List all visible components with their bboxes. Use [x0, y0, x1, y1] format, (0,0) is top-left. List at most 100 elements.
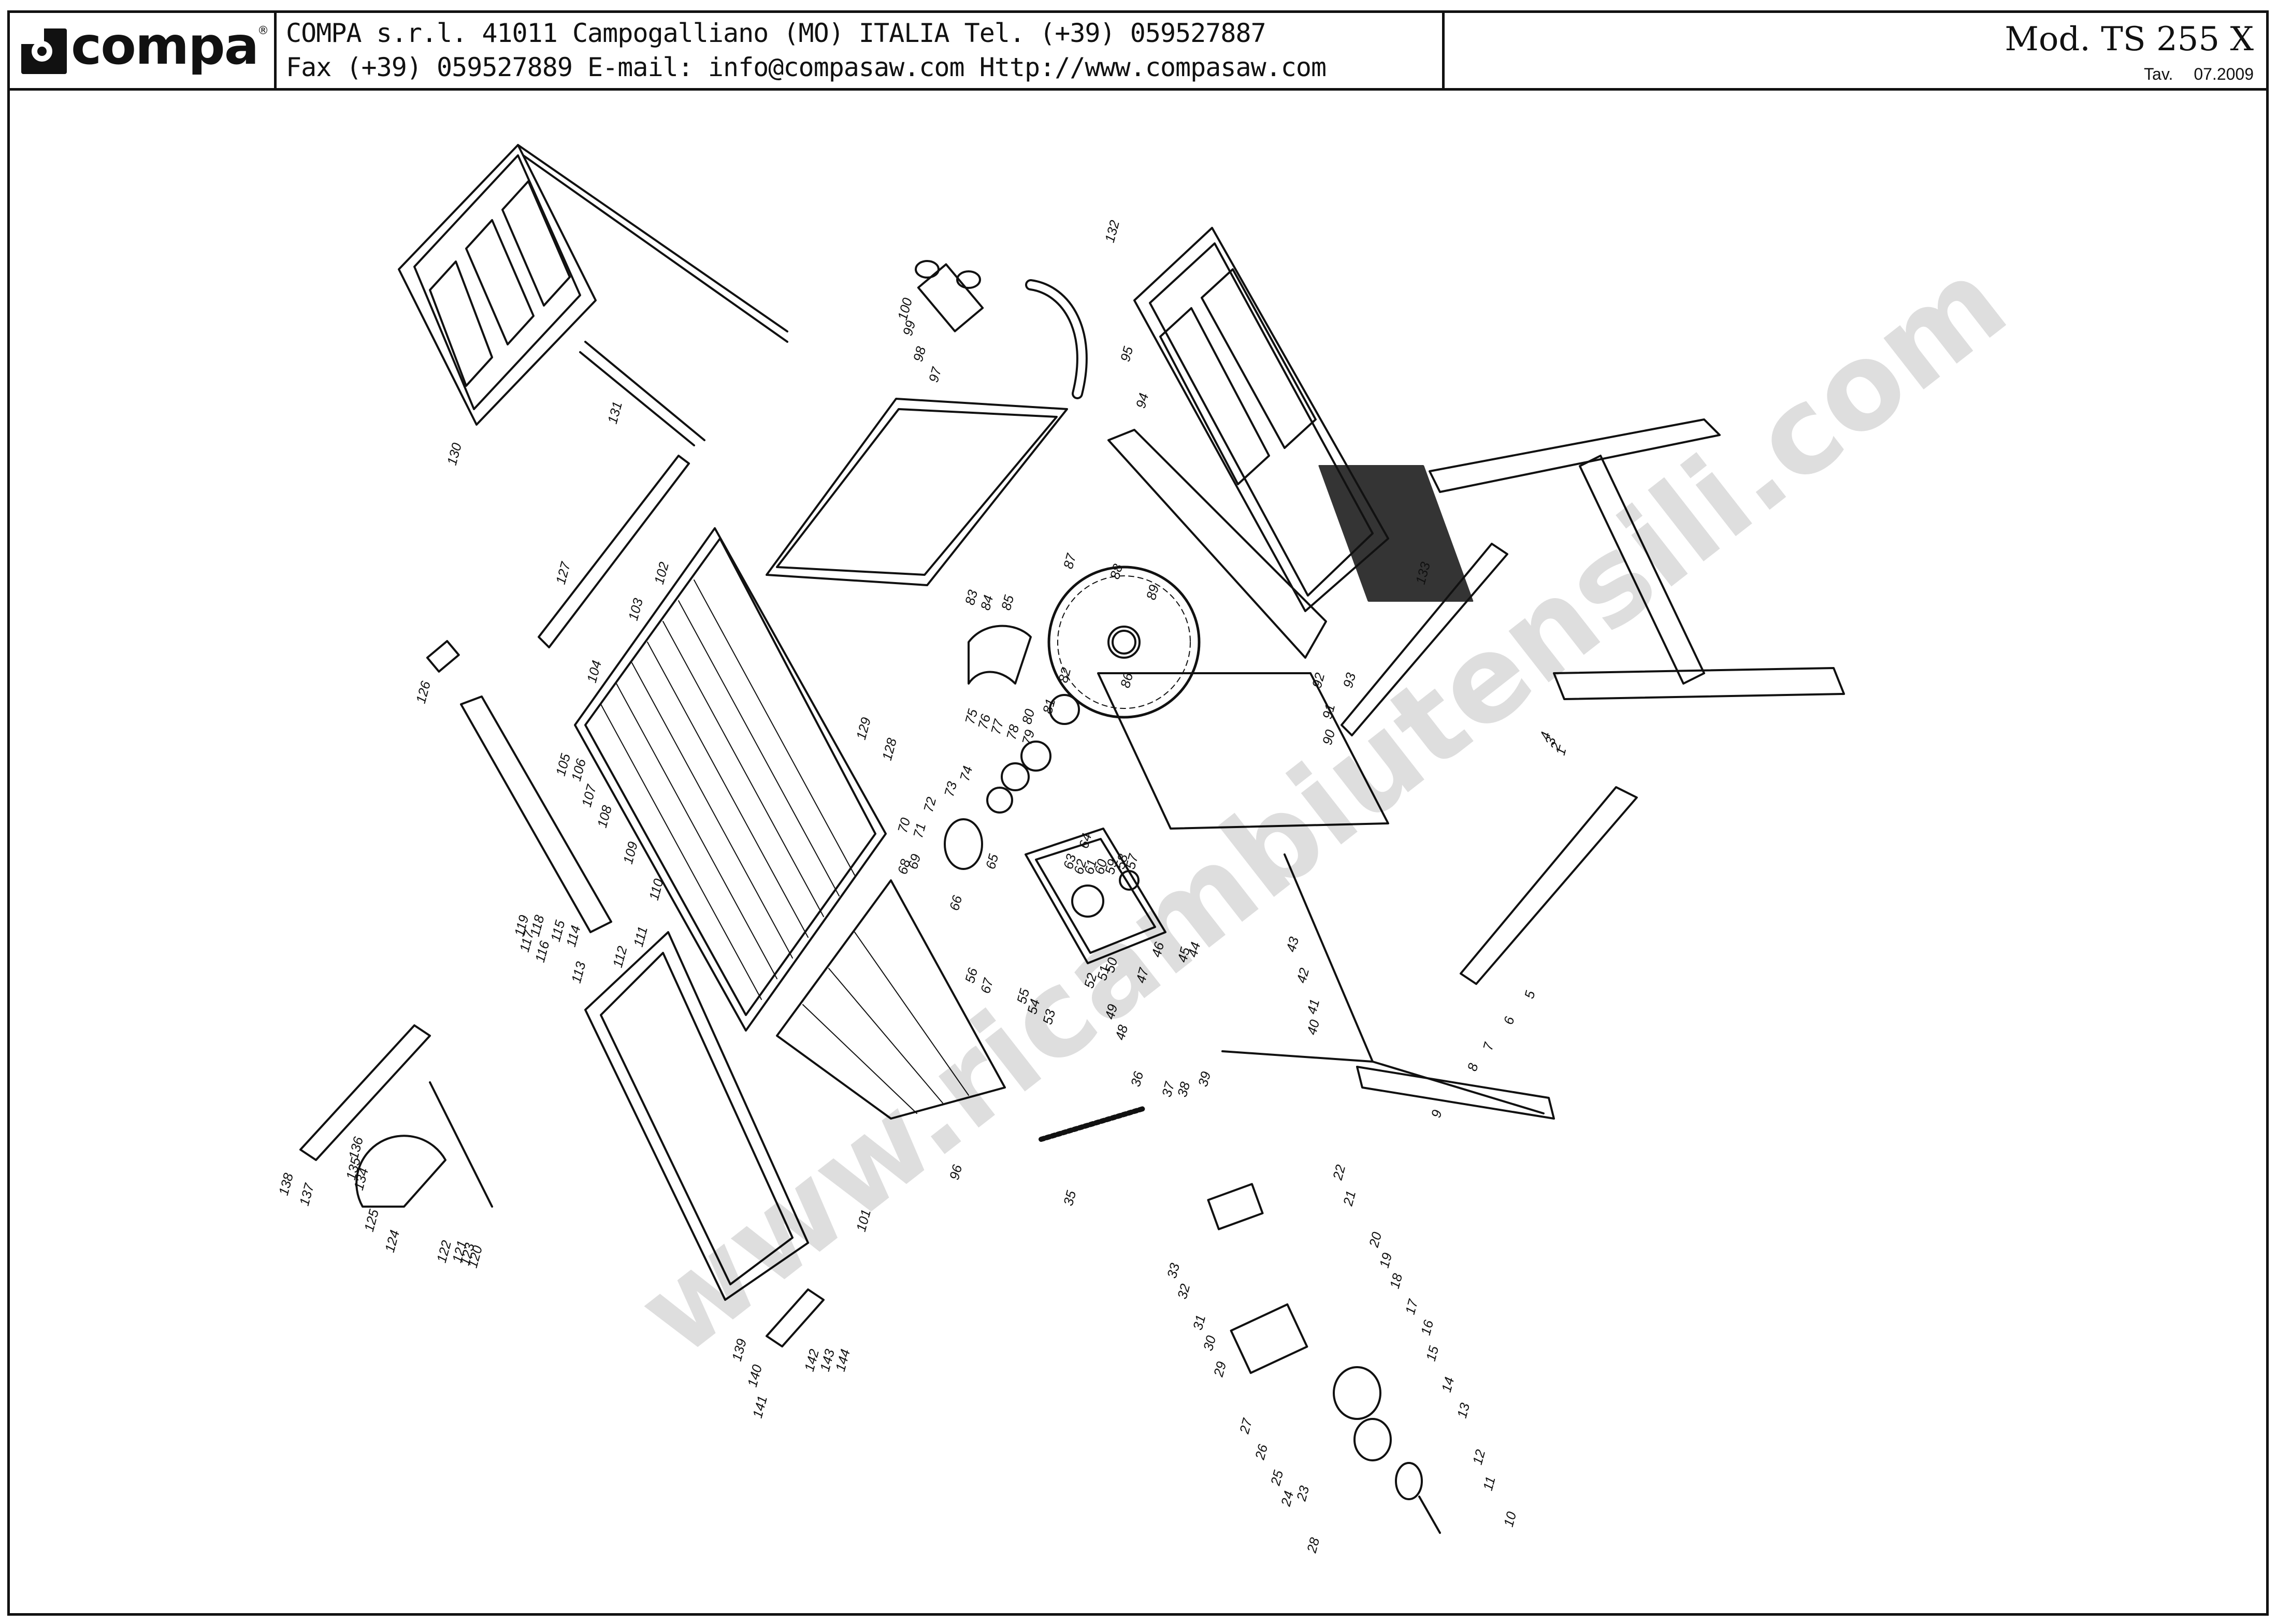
- registered-mark: ®: [257, 24, 269, 37]
- label-111: 111: [630, 925, 651, 949]
- label-110: 110: [646, 877, 667, 902]
- label-16: 16: [1418, 1318, 1437, 1337]
- part-126: [426, 640, 460, 673]
- label-33: 33: [1164, 1261, 1183, 1280]
- dust-hose: [1025, 279, 1088, 399]
- label-18: 18: [1387, 1271, 1406, 1290]
- left-rail: [460, 695, 612, 933]
- label-22: 22: [1330, 1163, 1349, 1182]
- label-12: 12: [1469, 1447, 1489, 1466]
- label-40: 40: [1304, 1018, 1323, 1036]
- rail-6: [1341, 543, 1508, 736]
- label-112: 112: [610, 944, 630, 969]
- front-extension-table: [584, 931, 809, 1301]
- label-6: 6: [1501, 1014, 1518, 1026]
- label-103: 103: [625, 596, 646, 622]
- riving-knife: [968, 625, 1032, 685]
- label-136: 136: [345, 1135, 366, 1161]
- label-92: 92: [1309, 671, 1328, 689]
- motor-switch-assembly: [1207, 1183, 1441, 1534]
- drawing-sheet: compa ® COMPA s.r.l. 41011 Campogalliano…: [7, 10, 2269, 1616]
- blade-nut: [1107, 626, 1141, 659]
- rail-5: [1460, 786, 1638, 985]
- label-129: 129: [853, 716, 874, 742]
- pulley: [944, 818, 983, 870]
- label-125: 125: [361, 1207, 382, 1233]
- bottom-rail: [766, 1288, 825, 1347]
- compa-logo-icon: [21, 28, 67, 74]
- label-100: 100: [895, 296, 915, 322]
- label-36: 36: [1128, 1069, 1147, 1088]
- label-131: 131: [604, 400, 625, 426]
- address-line: COMPA s.r.l. 41011 Campogalliano (MO) IT…: [286, 18, 1266, 48]
- contact-line: Fax (+39) 059527889 E-mail: info@compasa…: [286, 52, 1327, 82]
- label-20: 20: [1366, 1230, 1385, 1249]
- tav-date: 07.2009: [2194, 65, 2254, 83]
- label-108: 108: [594, 803, 615, 829]
- company-logo: compa ®: [10, 13, 277, 88]
- blade-flange: [1049, 694, 1080, 725]
- label-5: 5: [1521, 989, 1538, 1000]
- model-block: Mod. TS 255 X Tav.07.2009: [1445, 13, 2266, 88]
- label-85: 85: [998, 593, 1017, 612]
- label-19: 19: [1376, 1251, 1395, 1270]
- left-extension-table: [398, 144, 788, 446]
- tilt-mechanism: [1025, 828, 1166, 964]
- label-4: 4: [1537, 730, 1554, 742]
- label-21: 21: [1340, 1189, 1359, 1208]
- label-95: 95: [1117, 344, 1136, 363]
- label-42: 42: [1293, 966, 1313, 984]
- label-35: 35: [1060, 1188, 1079, 1207]
- label-94: 94: [1133, 392, 1151, 410]
- label-7: 7: [1480, 1040, 1497, 1052]
- label-56: 56: [962, 966, 981, 984]
- label-109: 109: [620, 840, 641, 866]
- label-79: 79: [1019, 728, 1037, 747]
- label-65: 65: [983, 852, 1002, 871]
- label-29: 29: [1210, 1360, 1230, 1379]
- label-41: 41: [1304, 997, 1322, 1016]
- rear-frame: [766, 398, 1068, 586]
- label-80: 80: [1019, 707, 1038, 726]
- label-11: 11: [1480, 1475, 1498, 1492]
- rip-fence: [299, 1024, 493, 1208]
- label-128: 128: [879, 736, 900, 762]
- label-31: 31: [1190, 1313, 1208, 1332]
- bearing-set: [986, 741, 1051, 814]
- label-137: 137: [296, 1181, 318, 1207]
- label-39: 39: [1195, 1070, 1214, 1089]
- label-88: 88: [1107, 562, 1126, 581]
- label-13: 13: [1454, 1401, 1473, 1419]
- label-138: 138: [276, 1171, 296, 1197]
- rail-127: [538, 455, 690, 648]
- label-113: 113: [568, 960, 589, 984]
- label-64: 64: [1076, 832, 1094, 850]
- label-140: 140: [744, 1362, 765, 1388]
- label-37: 37: [1159, 1079, 1178, 1098]
- part-labels: 130 131 127 102 103 126 104 105 106 107 …: [276, 218, 1569, 1555]
- label-127: 127: [553, 559, 574, 586]
- leg-9: [1356, 1066, 1555, 1120]
- label-25: 25: [1267, 1468, 1287, 1487]
- label-10: 10: [1501, 1510, 1520, 1528]
- label-38: 38: [1174, 1080, 1193, 1098]
- saw-blade: [1047, 566, 1201, 719]
- label-24: 24: [1278, 1489, 1297, 1509]
- label-132: 132: [1102, 218, 1122, 244]
- blade-guard-cage: [776, 879, 1006, 1120]
- label-130: 130: [444, 441, 465, 467]
- label-30: 30: [1200, 1333, 1219, 1352]
- label-14: 14: [1438, 1375, 1457, 1394]
- label-74: 74: [957, 764, 975, 783]
- label-81: 81: [1040, 697, 1058, 716]
- cabinet-base: [1097, 672, 1545, 1114]
- table-revision: Tav. 07.2009: [2144, 65, 2254, 84]
- company-info: COMPA s.r.l. 41011 Campogalliano (MO) IT…: [277, 13, 1445, 88]
- tav-label: Tav.: [2144, 65, 2173, 83]
- label-118: 118: [527, 913, 547, 938]
- label-102: 102: [651, 560, 672, 586]
- label-82: 82: [1055, 665, 1074, 684]
- spring: [1039, 1106, 1147, 1142]
- label-124: 124: [382, 1228, 402, 1254]
